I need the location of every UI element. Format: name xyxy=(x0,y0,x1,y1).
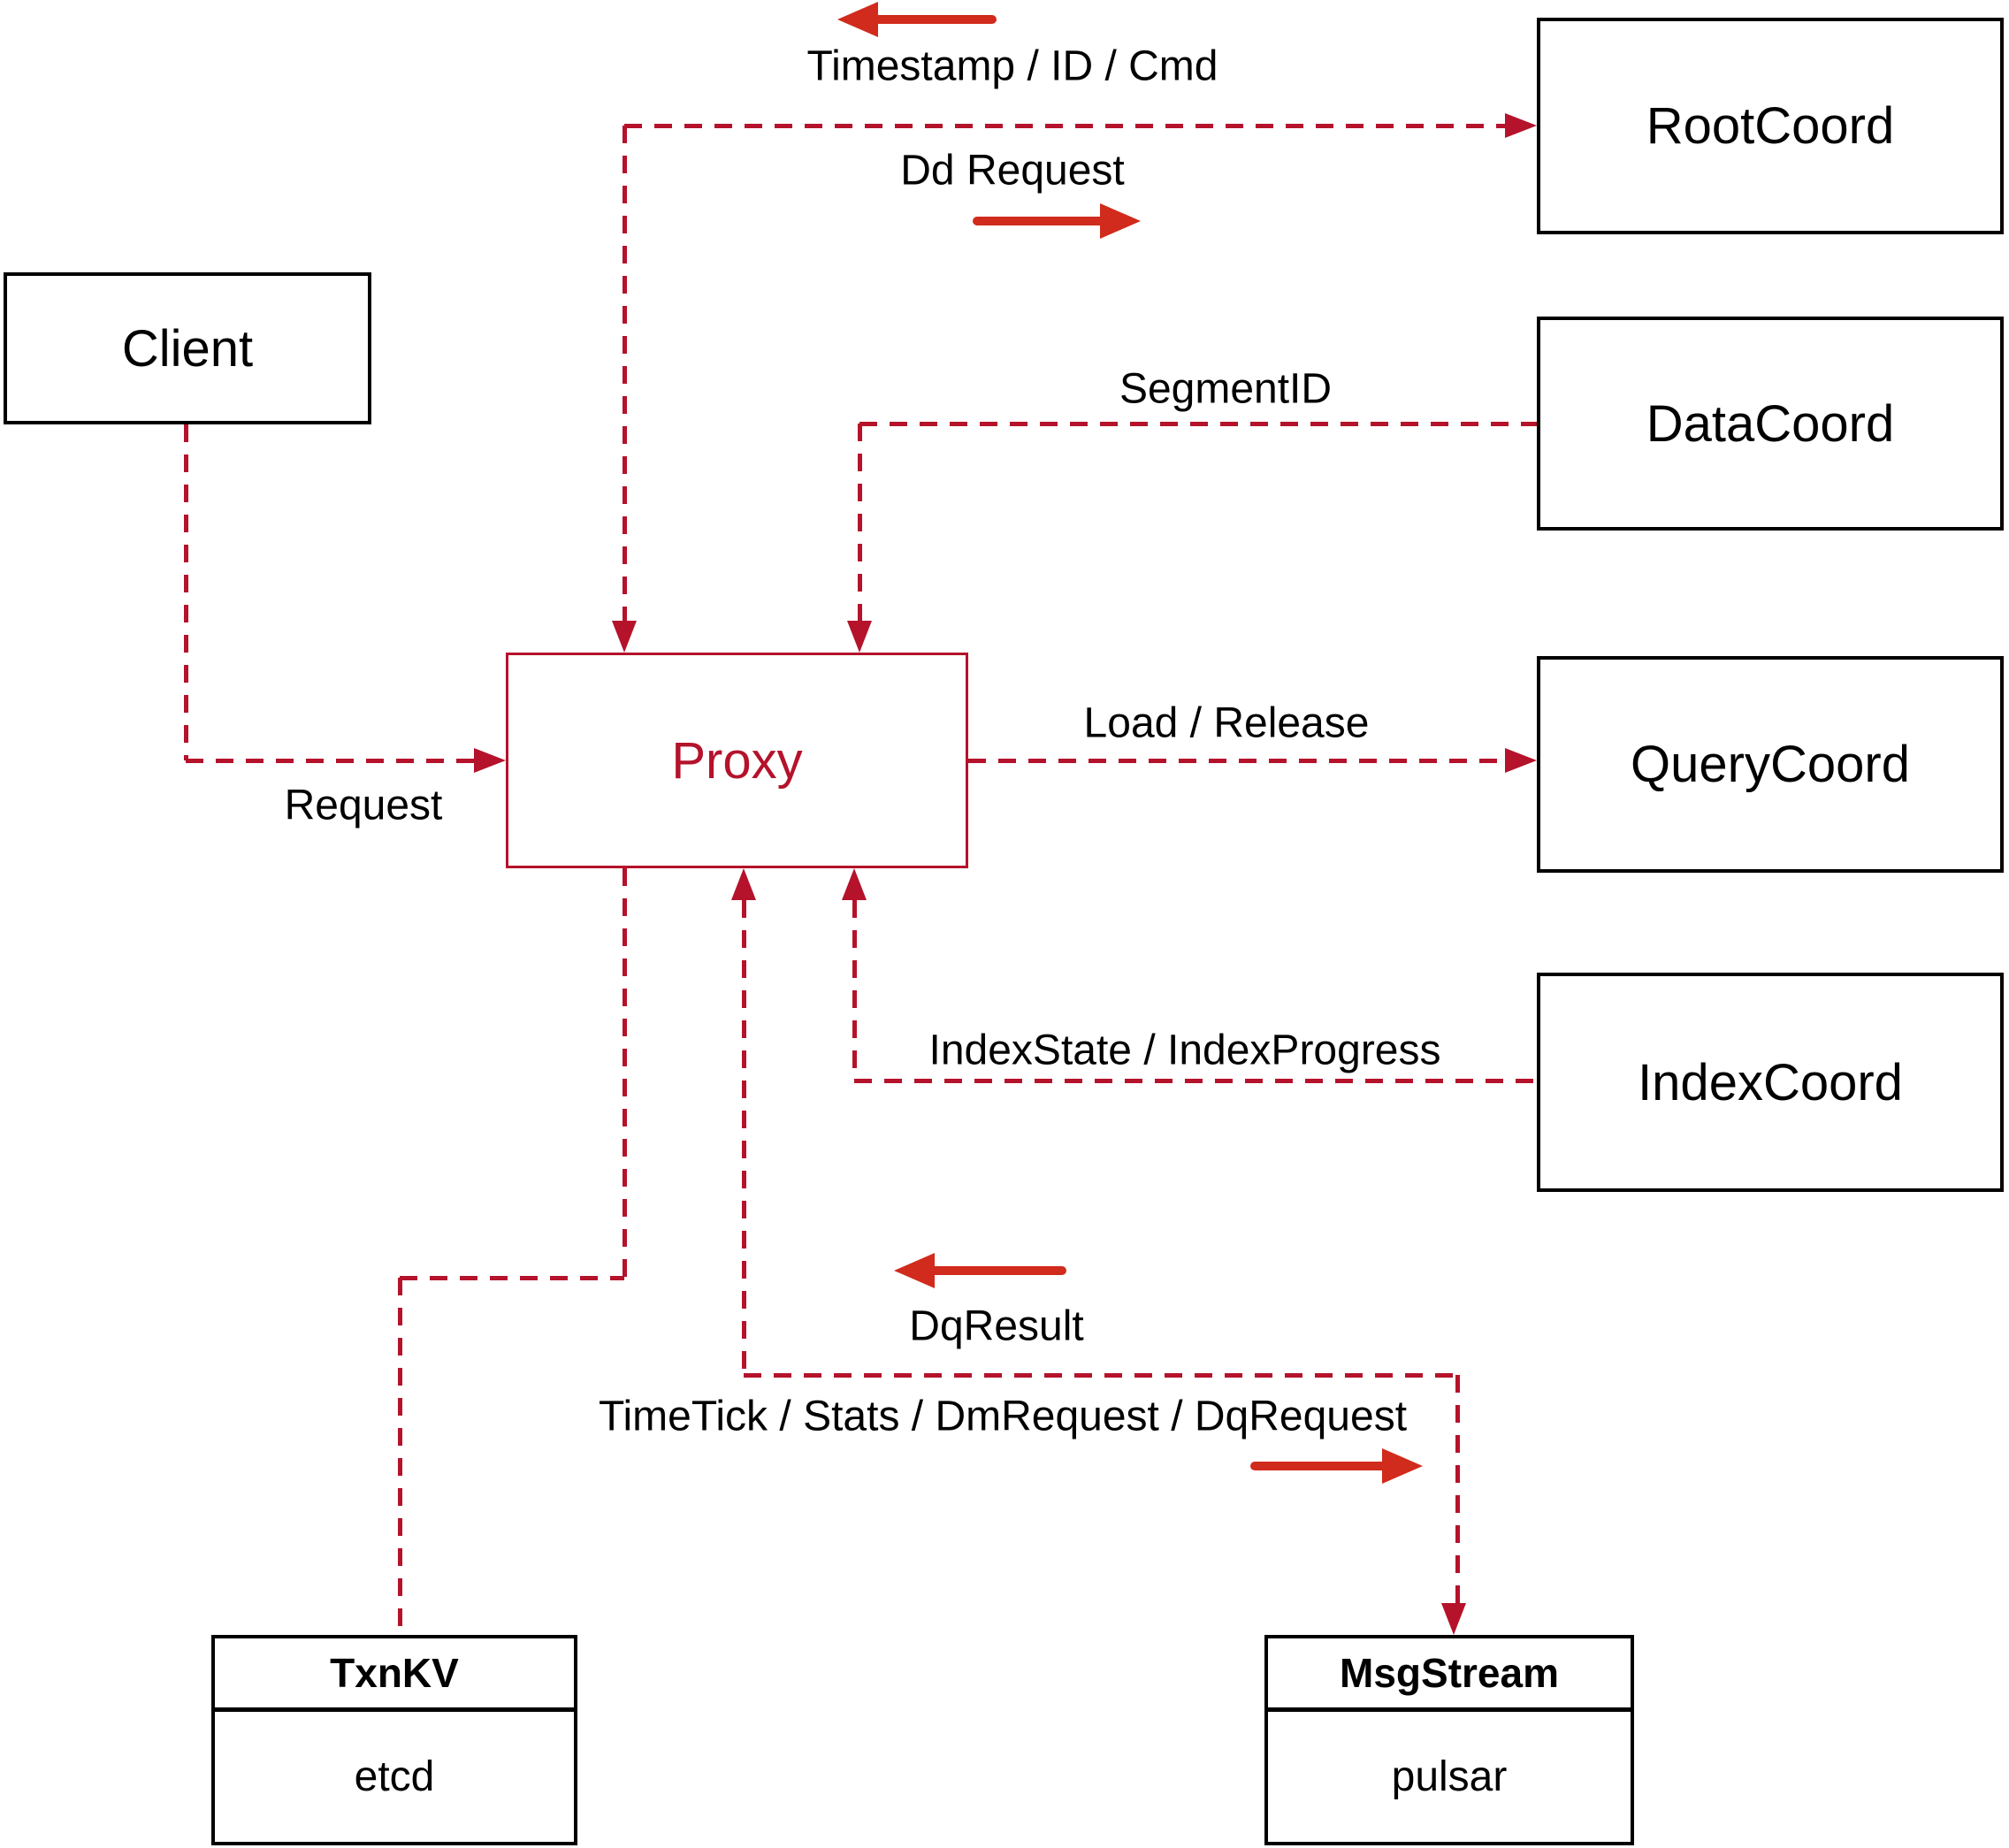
edge-label-load-release: Load / Release xyxy=(1083,699,1370,747)
node-client: Client xyxy=(4,272,371,424)
node-txnkv-title: TxnKV xyxy=(215,1638,574,1712)
edge-datacoord-proxy-vline xyxy=(858,424,862,621)
node-querycoord: QueryCoord xyxy=(1537,656,2004,873)
node-msgstream: MsgStream pulsar xyxy=(1264,1635,1634,1845)
node-msgstream-impl: pulsar xyxy=(1391,1753,1508,1800)
node-datacoord-label: DataCoord xyxy=(1646,394,1895,453)
edge-proxy-txnkv-hline xyxy=(400,1276,624,1280)
edge-proxy-txnkv-vline2 xyxy=(398,1278,402,1635)
edge-datacoord-proxy-hline xyxy=(859,422,1537,426)
edge-label-timetick-stats-dmrequest-dqrequest: TimeTick / Stats / DmRequest / DqRequest xyxy=(598,1393,1408,1440)
edge-proxy-msgstream-vline1 xyxy=(742,900,746,1375)
arrowhead-into-proxy-top-left-icon xyxy=(612,621,637,653)
edge-label-timestamp-id-cmd: Timestamp / ID / Cmd xyxy=(806,42,1218,90)
solid-right-arrow-top-shaft xyxy=(973,217,1107,225)
arrowhead-into-msgstream-icon xyxy=(1441,1603,1466,1635)
node-txnkv-impl: etcd xyxy=(354,1753,435,1800)
node-indexcoord-label: IndexCoord xyxy=(1638,1053,1903,1111)
arrowhead-into-querycoord-icon xyxy=(1505,748,1537,773)
edge-label-dd-request: Dd Request xyxy=(900,147,1125,195)
arrowhead-into-proxy-bottom-left-icon xyxy=(731,868,756,900)
solid-right-arrow-bottom-shaft xyxy=(1250,1462,1389,1470)
solid-right-arrow-top-icon xyxy=(973,203,1141,239)
arrowhead-into-proxy-bottom-right-icon xyxy=(842,868,867,900)
solid-left-arrow-top-icon xyxy=(837,2,997,37)
node-txnkv: TxnKV etcd xyxy=(211,1635,577,1845)
arrowhead-into-rootcoord-icon xyxy=(1505,113,1537,138)
edge-indexcoord-proxy-vline xyxy=(852,900,857,1081)
edge-label-dq-result: DqResult xyxy=(909,1302,1084,1350)
solid-left-arrow-top-shaft xyxy=(871,15,997,24)
node-querycoord-label: QueryCoord xyxy=(1631,736,1910,793)
node-msgstream-title: MsgStream xyxy=(1268,1638,1631,1712)
edge-client-proxy-hline xyxy=(186,759,474,763)
edge-label-request: Request xyxy=(284,782,443,829)
arrowhead-into-proxy-top-right-icon xyxy=(847,621,872,653)
node-proxy-label: Proxy xyxy=(671,731,803,790)
solid-left-arrow-bottom-icon xyxy=(894,1253,1066,1288)
edge-proxy-msgstream-hline xyxy=(744,1373,1457,1378)
edge-proxy-querycoord-hline xyxy=(968,759,1505,763)
node-client-label: Client xyxy=(121,319,254,378)
node-datacoord: DataCoord xyxy=(1537,317,2004,531)
edge-client-proxy-vline xyxy=(184,424,188,760)
solid-left-arrow-bottom-shaft xyxy=(928,1266,1066,1275)
edge-indexcoord-proxy-hline xyxy=(854,1079,1537,1083)
edge-proxy-txnkv-vline1 xyxy=(623,868,627,1278)
edge-proxy-msgstream-vline2 xyxy=(1455,1375,1460,1603)
node-indexcoord: IndexCoord xyxy=(1537,973,2004,1192)
edge-label-indexstate-indexprogress: IndexState / IndexProgress xyxy=(928,1027,1441,1074)
edge-proxy-rootcoord-hline xyxy=(624,124,1505,128)
solid-right-arrow-bottom-icon xyxy=(1250,1448,1423,1484)
node-rootcoord-label: RootCoord xyxy=(1646,97,1895,155)
node-proxy: Proxy xyxy=(506,653,968,868)
node-rootcoord: RootCoord xyxy=(1537,18,2004,234)
edge-label-segment-id: SegmentID xyxy=(1119,365,1333,413)
arrowhead-into-proxy-left-icon xyxy=(474,748,506,773)
edge-proxy-rootcoord-vline xyxy=(623,126,627,621)
